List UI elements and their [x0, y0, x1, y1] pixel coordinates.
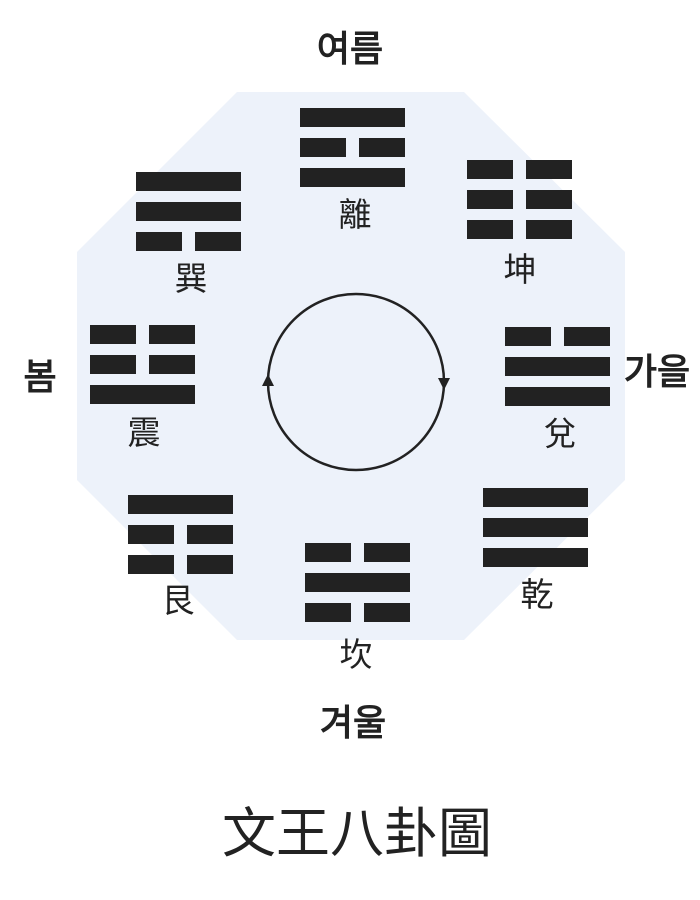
yang-line — [90, 385, 195, 404]
yang-line — [300, 108, 405, 127]
trigram-li: 離 — [300, 108, 405, 234]
trigram-zhen: 震 — [90, 325, 195, 452]
yin-line-segment — [467, 220, 513, 239]
yang-line — [136, 202, 241, 221]
trigram-dui: 兌 — [505, 327, 610, 453]
yin-line-segment — [526, 220, 572, 239]
diagram-title: 文王八卦圖 — [222, 802, 492, 865]
yin-line-segment — [305, 603, 351, 622]
trigram-name-zhen: 震 — [128, 413, 161, 452]
trigram-kun: 坤 — [467, 160, 572, 289]
yin-line-segment — [149, 355, 195, 374]
season-spring: 봄 — [23, 357, 56, 398]
yin-line-segment — [364, 603, 410, 622]
yang-line — [505, 357, 610, 376]
yin-line-segment — [505, 327, 551, 346]
season-autumn: 가을 — [624, 352, 690, 393]
yin-line-segment — [90, 355, 136, 374]
yin-line-segment — [526, 160, 572, 179]
trigram-xun: 巽 — [136, 172, 241, 298]
yang-line — [505, 387, 610, 406]
yin-line-segment — [564, 327, 610, 346]
yang-line — [128, 495, 233, 514]
yin-line-segment — [128, 555, 174, 574]
yang-line — [300, 168, 405, 187]
yin-line-segment — [149, 325, 195, 344]
yin-line-segment — [128, 525, 174, 544]
trigram-name-li: 離 — [339, 195, 372, 234]
yin-line-segment — [300, 138, 346, 157]
yin-line-segment — [364, 543, 410, 562]
season-summer: 여름 — [317, 29, 383, 70]
yin-line-segment — [305, 543, 351, 562]
trigram-name-kun: 坤 — [504, 250, 537, 289]
trigram-name-qian: 乾 — [521, 575, 554, 614]
trigram-gen: 艮 — [128, 495, 233, 620]
yin-line-segment — [187, 525, 233, 544]
trigram-name-kan: 坎 — [340, 635, 373, 674]
trigram-kan: 坎 — [305, 543, 410, 674]
yang-line — [483, 548, 588, 567]
season-winter: 겨울 — [320, 703, 386, 744]
yin-line-segment — [467, 190, 513, 209]
yang-line — [483, 488, 588, 507]
yin-line-segment — [526, 190, 572, 209]
arrow-left-icon — [262, 374, 274, 386]
yin-line-segment — [359, 138, 405, 157]
trigram-name-dui: 兌 — [544, 414, 577, 453]
yin-line-segment — [136, 232, 182, 251]
trigram-name-gen: 艮 — [162, 581, 195, 620]
yin-line-segment — [187, 555, 233, 574]
yin-line-segment — [90, 325, 136, 344]
yang-line — [483, 518, 588, 537]
yang-line — [136, 172, 241, 191]
yang-line — [305, 573, 410, 592]
arrow-right-icon — [438, 378, 450, 390]
trigram-qian: 乾 — [483, 488, 588, 614]
trigram-name-xun: 巽 — [175, 259, 208, 298]
yin-line-segment — [467, 160, 513, 179]
yin-line-segment — [195, 232, 241, 251]
